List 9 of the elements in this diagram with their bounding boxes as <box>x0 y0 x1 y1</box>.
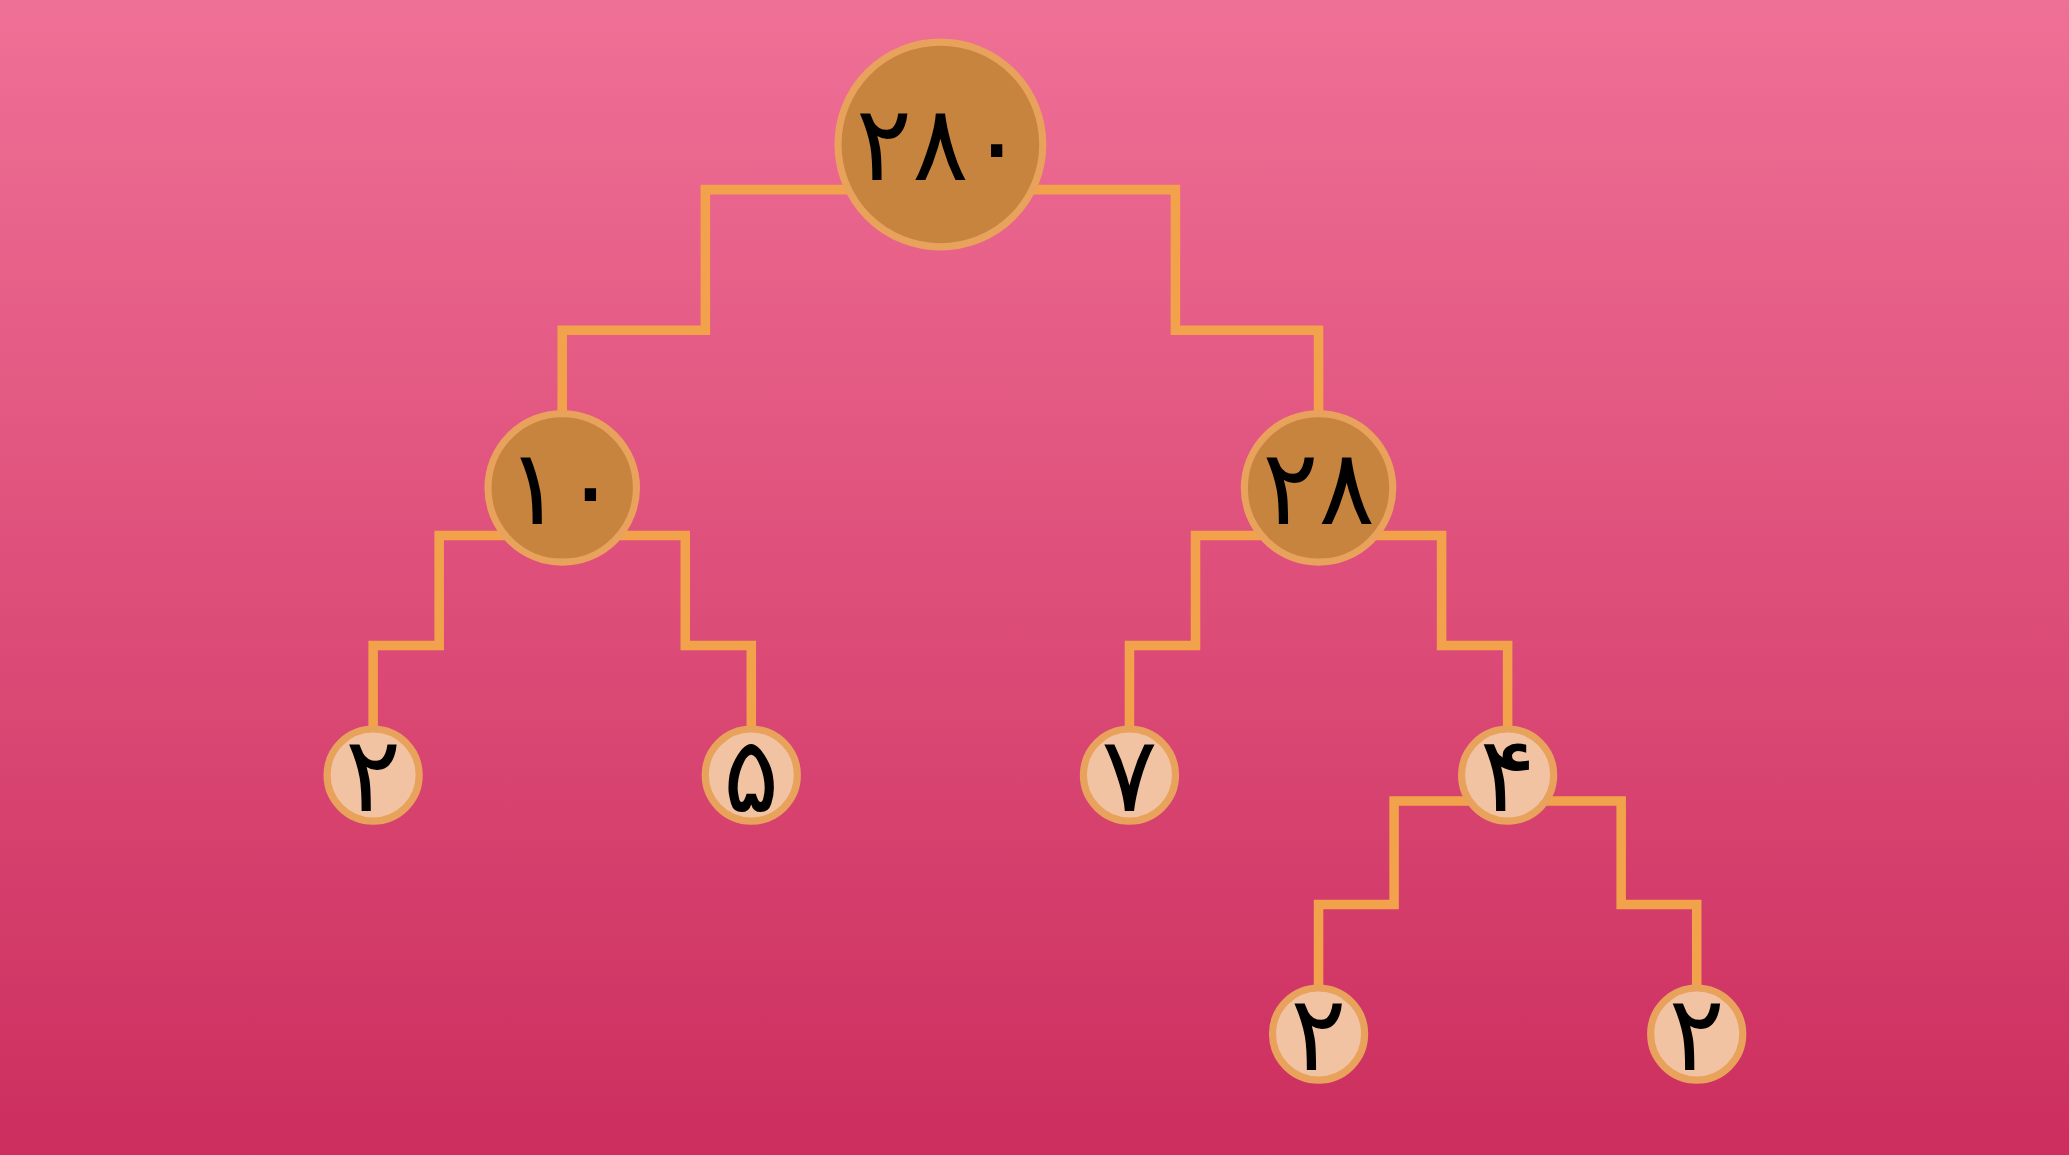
node-circle: ۲۸ <box>1240 410 1396 566</box>
node-circle: ۵ <box>701 725 801 825</box>
node-circle: ۲ <box>323 725 423 825</box>
node-circle: ۲ <box>1268 984 1368 1084</box>
node-circle: ۴ <box>1457 725 1557 825</box>
node-circle: ۷ <box>1079 725 1179 825</box>
node-circle: ۲ <box>1646 984 1746 1084</box>
node-circle: ۱۰ <box>484 410 640 566</box>
node-circle: ۲۸۰ <box>834 38 1046 251</box>
